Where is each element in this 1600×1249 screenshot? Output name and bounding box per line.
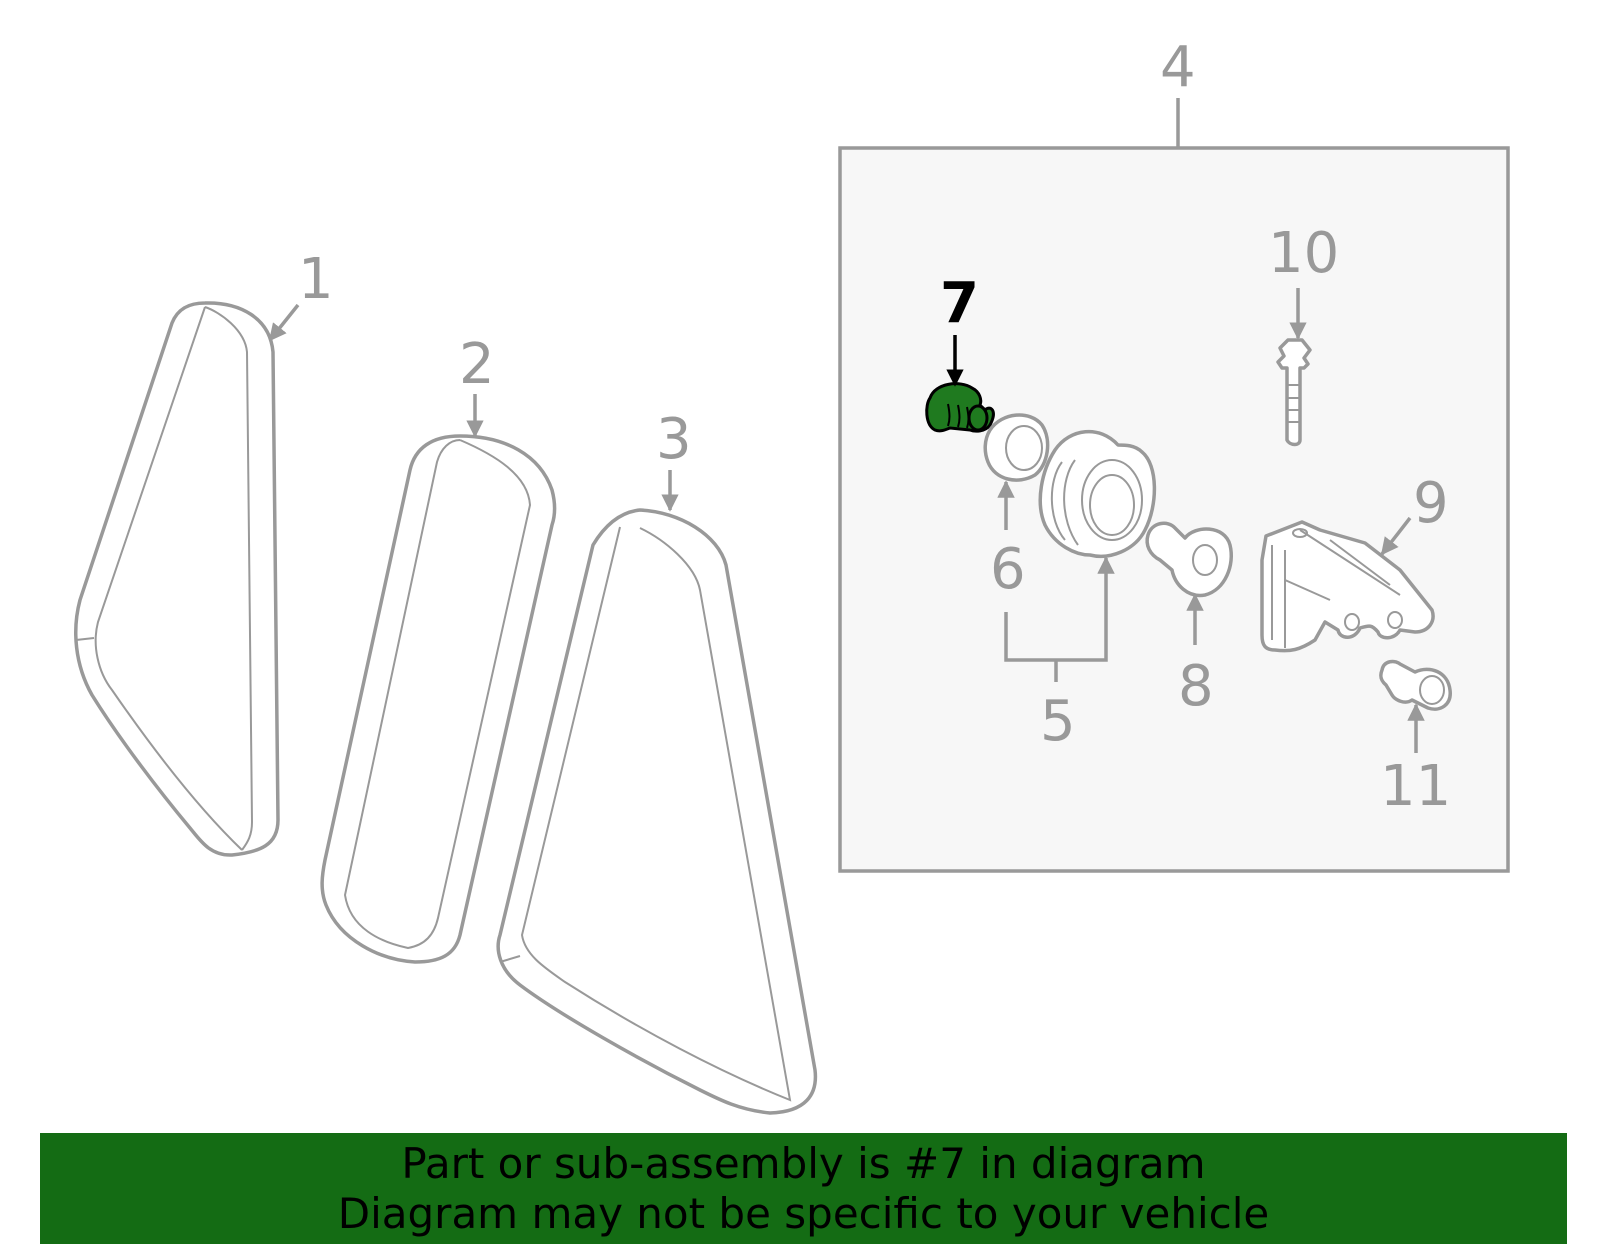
pulley-5[interactable] [1038, 430, 1157, 558]
belt-1[interactable] [74, 301, 280, 857]
callout-2: 2 [459, 332, 495, 397]
callout-8: 8 [1178, 654, 1214, 719]
bolt-7-highlighted[interactable] [925, 382, 995, 433]
info-banner: Part or sub-assembly is #7 in diagram Di… [40, 1133, 1567, 1244]
stud-11[interactable] [1379, 659, 1452, 711]
banner-line-2: Diagram may not be specific to your vehi… [337, 1188, 1270, 1238]
callout-4: 4 [1160, 35, 1196, 100]
assembly-box-4 [838, 146, 1510, 873]
callout-1: 1 [298, 247, 334, 312]
bracket-9[interactable] [1260, 520, 1435, 653]
belt-2[interactable] [320, 434, 557, 964]
callout-9: 9 [1413, 471, 1449, 536]
banner-line-1: Part or sub-assembly is #7 in diagram [401, 1138, 1206, 1188]
callout-6: 6 [990, 537, 1026, 602]
bushing-8[interactable] [1145, 521, 1233, 598]
callout-11: 11 [1380, 754, 1451, 819]
belt-3[interactable] [496, 508, 818, 1115]
bolt-10[interactable] [1276, 338, 1312, 447]
spacer-6[interactable] [983, 413, 1050, 482]
callout-5: 5 [1040, 689, 1076, 754]
callout-3: 3 [656, 407, 692, 472]
callout-10: 10 [1268, 221, 1339, 286]
callout-7-highlighted: 7 [940, 271, 979, 336]
